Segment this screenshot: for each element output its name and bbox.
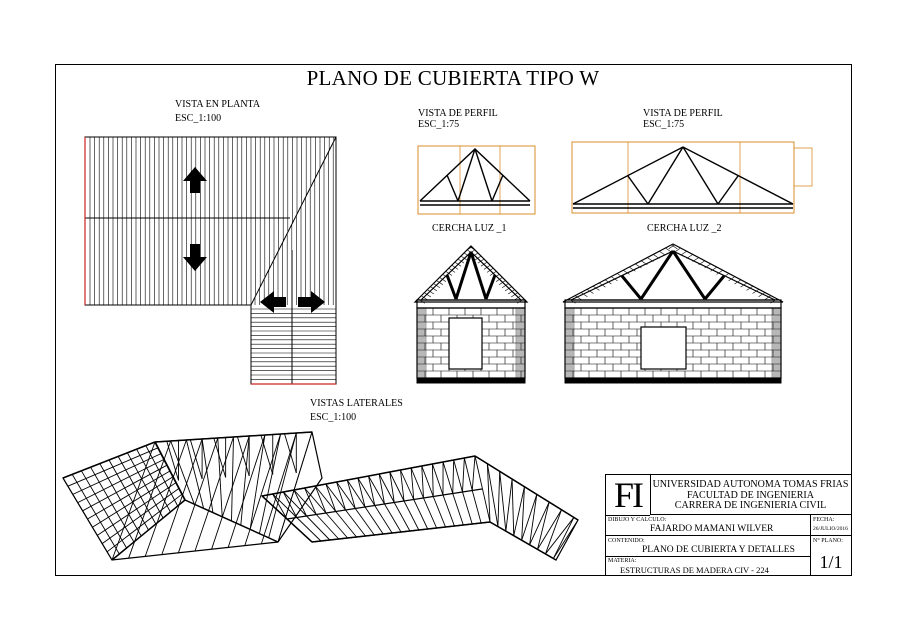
date-caption: FECHA:	[813, 517, 835, 523]
arrow-down-icon	[183, 244, 207, 271]
sheet-caption: N° PLANO:	[813, 538, 843, 544]
truss-1-label: CERCHA LUZ _1	[432, 223, 507, 234]
drawing-title: PLANO DE CUBIERTA TIPO W	[306, 66, 600, 90]
profile-2-scale: ESC_1:75	[643, 119, 685, 130]
truss-1-house	[413, 245, 529, 384]
plan-view-label: VISTA EN PLANTA	[175, 99, 261, 110]
content-caption: CONTENIDO:	[608, 538, 645, 544]
profile-1-drawing	[417, 145, 536, 215]
content-value: PLANO DE CUBIERTA Y DETALLES	[642, 545, 795, 555]
faculty-name: FACULTAD DE INGENIERIA	[687, 489, 814, 501]
drawn-by-caption: DIBUJO Y CALCULO:	[608, 517, 667, 523]
side-views-label: VISTAS LATERALES	[310, 398, 403, 409]
side-views-scale: ESC_1:100	[310, 412, 357, 423]
arrow-left-icon	[260, 291, 286, 313]
sheet-cell: N° PLANO: 1/1	[811, 536, 851, 575]
side-view-right	[260, 455, 579, 561]
truss-2-house	[562, 243, 784, 384]
career-name: CARRERA DE INGENIERIA CIVIL	[674, 500, 827, 511]
sheet-number: 1/1	[819, 552, 843, 572]
slope-arrows	[183, 167, 325, 313]
subject-value: ESTRUCTURAS DE MADERA CIV - 224	[620, 565, 769, 575]
subject-cell: MATERIA: ESTRUCTURAS DE MADERA CIV - 224	[606, 557, 811, 575]
drawn-by-name: FAJARDO MAMANI WILVER	[650, 524, 774, 534]
plan-view-scale: ESC_1:100	[175, 113, 222, 124]
plan-view-drawing	[84, 136, 337, 385]
institution-block: UNIVERSIDAD AUTONOMA TOMAS FRIAS FACULTA…	[650, 475, 851, 515]
profile-1-label: VISTA DE PERFIL	[418, 108, 498, 119]
drawn-by-cell: DIBUJO Y CALCULO: FAJARDO MAMANI WILVER	[606, 515, 811, 536]
arrow-up-icon	[183, 167, 207, 193]
title-block: FI UNIVERSIDAD AUTONOMA TOMAS FRIAS FACU…	[605, 474, 852, 576]
arrow-right-icon	[298, 291, 325, 313]
truss-2-label: CERCHA LUZ _2	[647, 223, 722, 234]
drawing-border	[55, 64, 852, 576]
profile-2-label: VISTA DE PERFIL	[643, 108, 723, 119]
profile-1-scale: ESC_1:75	[418, 119, 460, 130]
date-value: 26/JULIO/2016	[813, 526, 848, 532]
content-cell: CONTENIDO: PLANO DE CUBIERTA Y DETALLES	[606, 536, 811, 557]
subject-caption: MATERIA:	[608, 558, 637, 564]
side-view-left	[62, 431, 323, 561]
profile-2-drawing	[571, 141, 813, 214]
faculty-logo: FI	[606, 475, 651, 515]
university-name: UNIVERSIDAD AUTONOMA TOMAS FRIAS	[652, 479, 849, 490]
date-cell: FECHA: 26/JULIO/2016	[811, 515, 851, 536]
